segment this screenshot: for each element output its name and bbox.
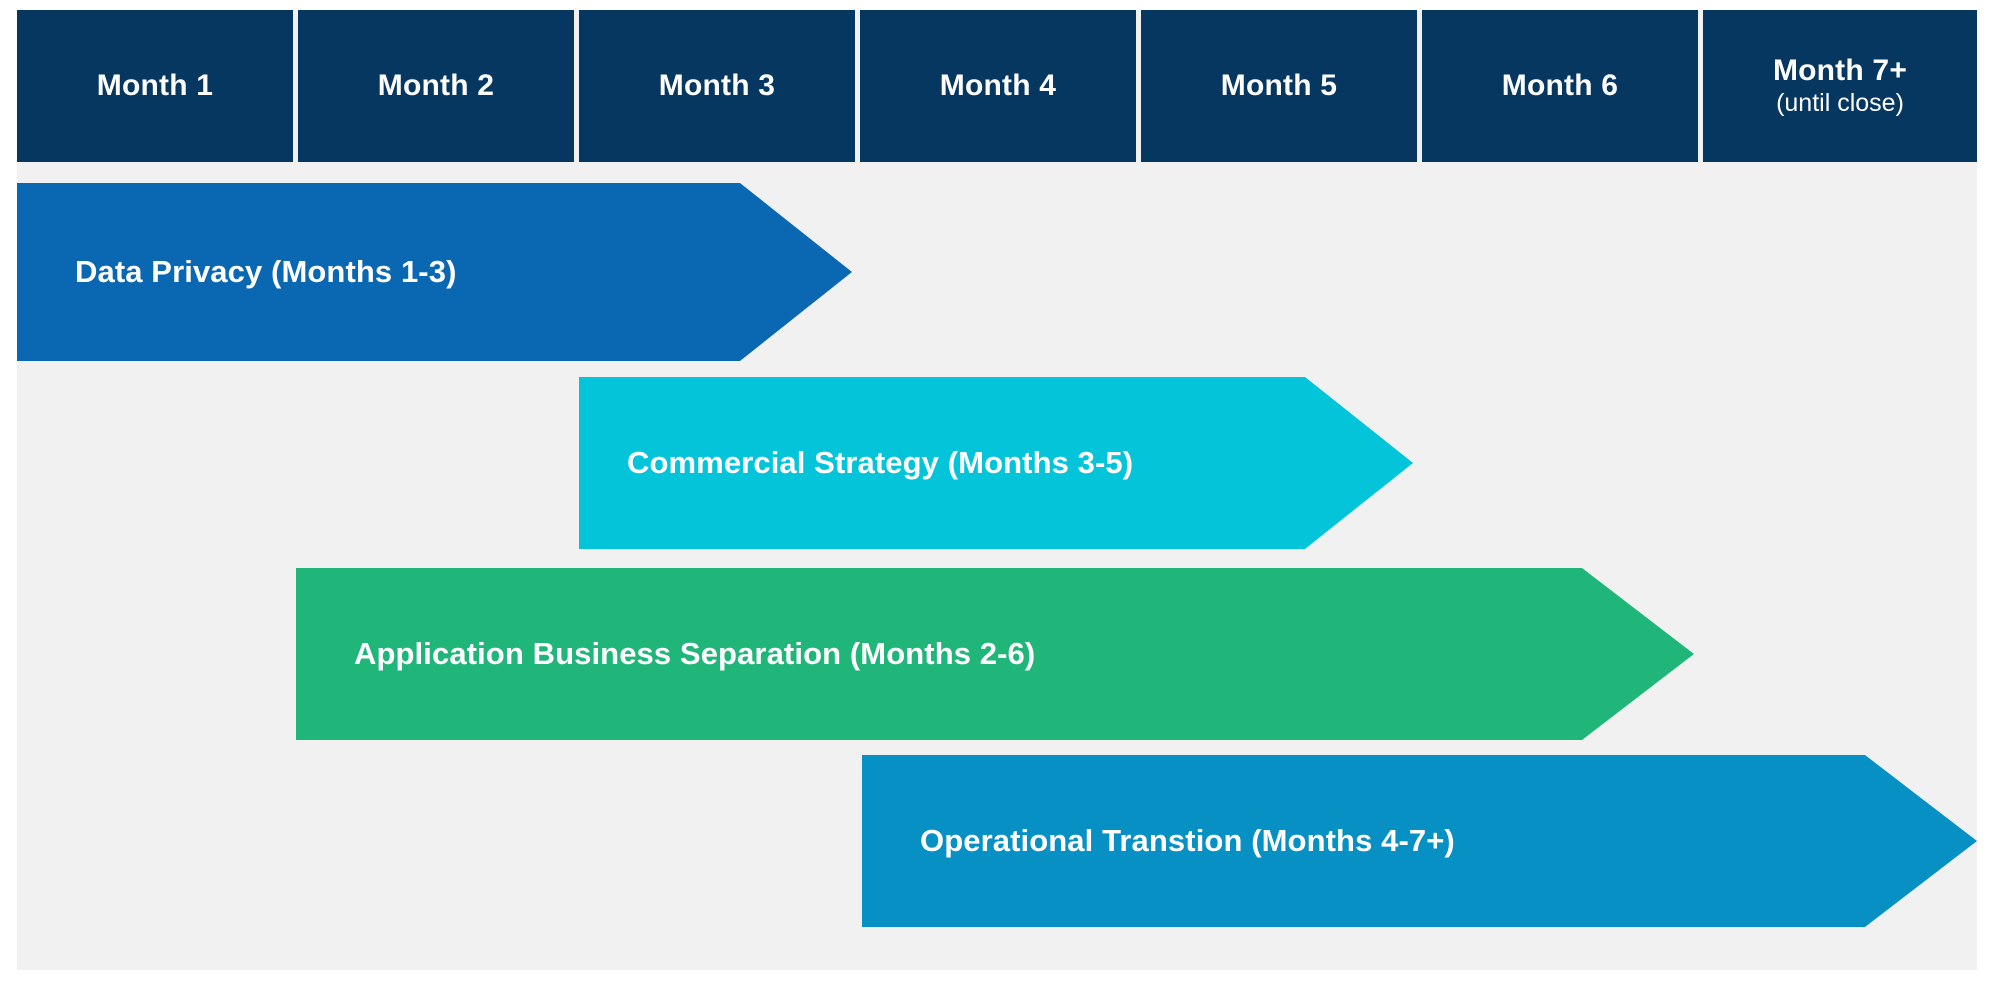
month-header-cell-2[interactable]: Month 2 (298, 10, 574, 162)
month-header-subtitle: (until close) (1776, 88, 1904, 117)
month-header-title: Month 2 (377, 68, 495, 102)
workstream-arrow-application-business-separation[interactable]: Application Business Separation (Months … (296, 568, 1694, 740)
month-header-title: Month 7+ (1772, 54, 1908, 88)
month-header-cell-1[interactable]: Month 1 (17, 10, 293, 162)
month-header-cell-3[interactable]: Month 3 (579, 10, 855, 162)
month-header-row: Month 1 Month 2 Month 3 Month 4 Month 5 … (17, 10, 1977, 162)
arrow-shape-icon (579, 377, 1413, 549)
arrow-shape-icon (296, 568, 1694, 740)
month-header-cell-4[interactable]: Month 4 (860, 10, 1136, 162)
month-header-title: Month 4 (939, 68, 1057, 102)
arrow-shape-icon (862, 755, 1977, 927)
month-header-title: Month 1 (96, 68, 214, 102)
month-header-title: Month 3 (658, 68, 776, 102)
workstream-arrow-data-privacy[interactable]: Data Privacy (Months 1-3) (17, 183, 852, 361)
workstream-arrow-operational-transition[interactable]: Operational Transtion (Months 4-7+) (862, 755, 1977, 927)
month-header-cell-5[interactable]: Month 5 (1141, 10, 1417, 162)
arrow-shape-icon (17, 183, 852, 361)
month-header-title: Month 5 (1220, 68, 1338, 102)
workstream-arrow-commercial-strategy[interactable]: Commercial Strategy (Months 3-5) (579, 377, 1413, 549)
month-header-cell-7[interactable]: Month 7+ (until close) (1703, 10, 1977, 162)
month-header-title: Month 6 (1501, 68, 1619, 102)
month-header-cell-6[interactable]: Month 6 (1422, 10, 1698, 162)
